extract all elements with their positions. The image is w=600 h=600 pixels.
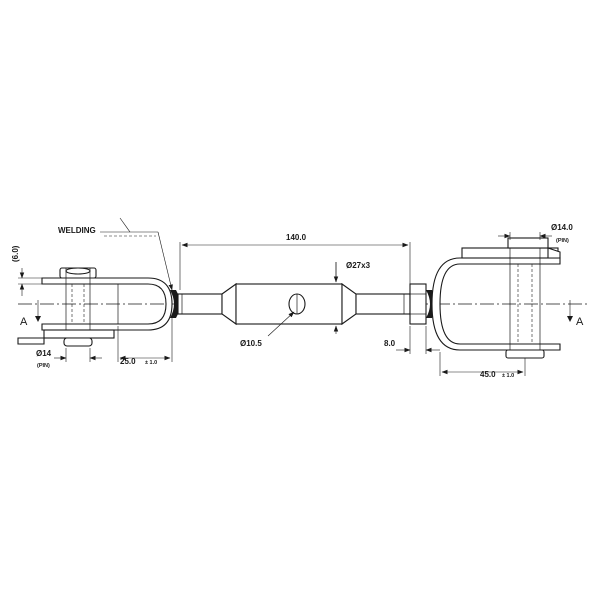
- dimension-pin-left: Ø14 (PIN): [36, 348, 102, 369]
- pin-right-label: (PIN): [556, 238, 569, 244]
- left-clevis: [17, 267, 173, 347]
- dim-6-label: (6.0): [11, 245, 20, 262]
- welding-label: WELDING: [58, 226, 96, 235]
- dimension-45: 45.0 ± 1.0: [439, 352, 526, 379]
- dimension-pin-right: Ø14.0 (PIN): [498, 223, 573, 244]
- dimension-6: (6.0): [11, 245, 42, 296]
- dim-140-label: 140.0: [286, 233, 307, 242]
- dimension-dia-10-5: Ø10.5: [240, 311, 295, 348]
- section-marker-left: A: [20, 300, 41, 328]
- tube-assembly: [177, 282, 411, 326]
- dim-25-tolerance: ± 1.0: [145, 360, 157, 366]
- section-label-left: A: [20, 316, 28, 328]
- dim-45-label: 45.0: [480, 370, 496, 379]
- dimension-25: 25.0 ± 1.0: [117, 318, 173, 366]
- pin-left-label: (PIN): [37, 363, 50, 369]
- dia-10-5-label: Ø10.5: [240, 339, 262, 348]
- dia-27-label: Ø27x3: [346, 261, 371, 270]
- section-label-right: A: [576, 316, 584, 328]
- dimension-dia-27: Ø27x3: [333, 261, 371, 334]
- dia-14-right-label: Ø14.0: [551, 223, 573, 232]
- dim-25-label: 25.0: [120, 357, 136, 366]
- dia-14-left-label: Ø14: [36, 349, 52, 358]
- dim-45-tolerance: ± 1.0: [502, 373, 514, 379]
- section-marker-right: A: [567, 300, 584, 328]
- lock-nut: [409, 283, 427, 325]
- welding-callout: WELDING: [58, 217, 173, 291]
- dimension-140: 140.0: [179, 233, 411, 290]
- dimension-8: 8.0: [384, 326, 440, 354]
- dim-8-label: 8.0: [384, 339, 396, 348]
- right-clevis: [431, 237, 561, 359]
